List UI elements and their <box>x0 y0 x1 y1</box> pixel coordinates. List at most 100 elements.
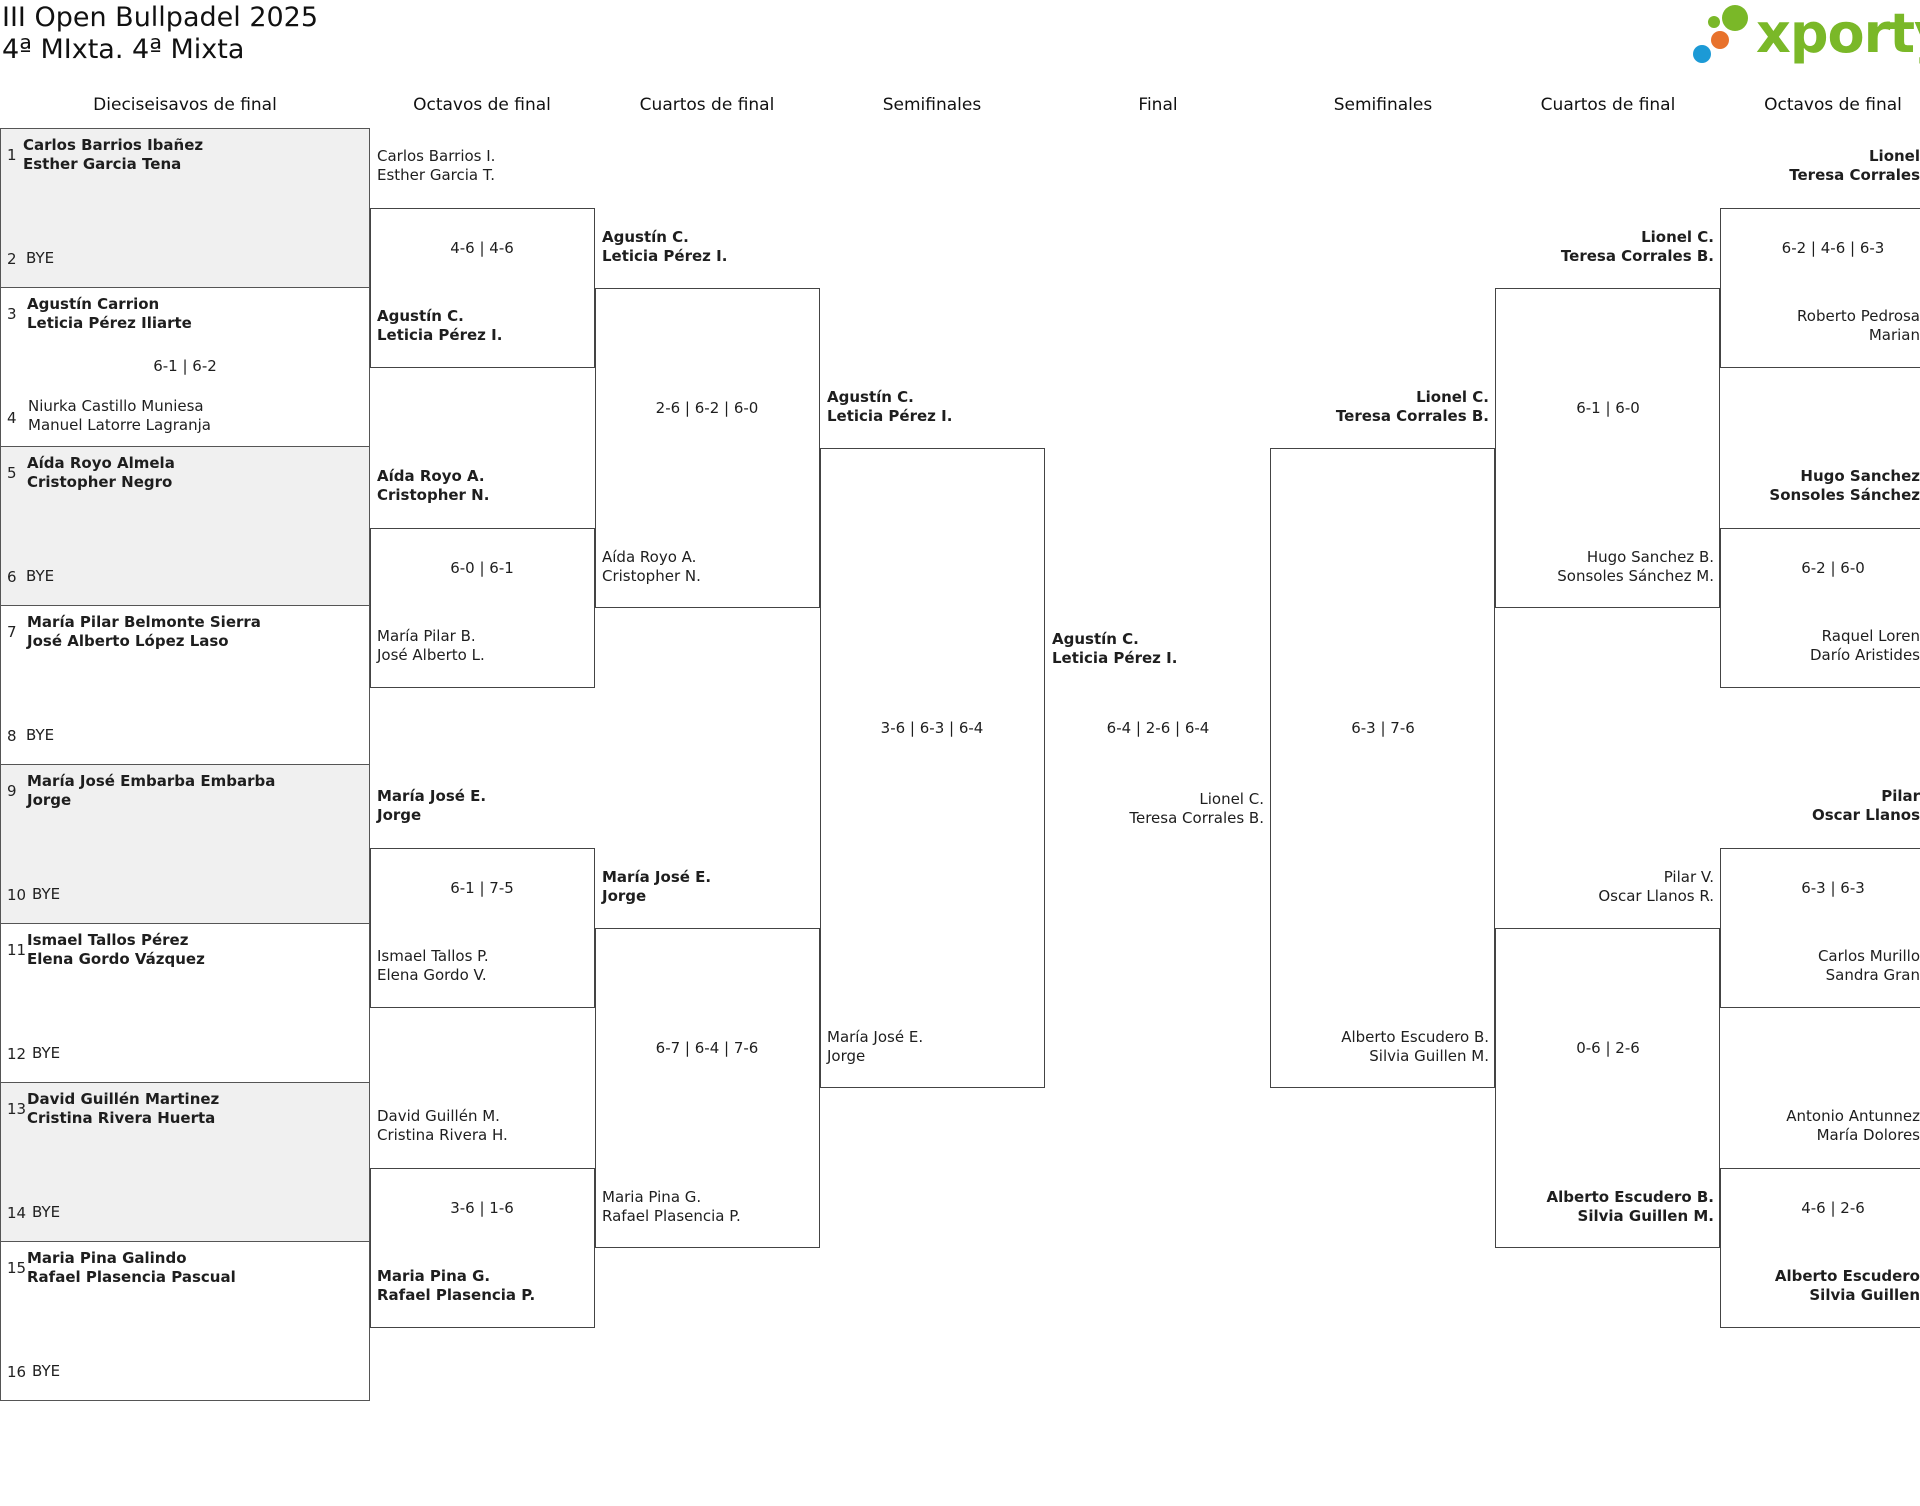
team-player-2[interactable]: Jorge <box>602 887 647 905</box>
bracket-connector <box>1720 208 1920 368</box>
seed-player-1[interactable]: Niurka Castillo Muniesa <box>28 397 204 415</box>
match-score: 4-6 | 4-6 <box>450 239 514 257</box>
team-player-1[interactable]: Alberto Escudero B. <box>1341 1028 1489 1046</box>
team-player-2[interactable]: Cristina Rivera H. <box>377 1126 508 1144</box>
team-player-2[interactable]: Leticia Pérez I. <box>377 326 503 344</box>
team-player-1[interactable]: Carlos Murillo <box>1817 947 1920 965</box>
match-score: 3-6 | 6-3 | 6-4 <box>880 719 984 737</box>
seed-player-1[interactable]: María José Embarba Embarba <box>27 772 276 790</box>
team-player-1[interactable]: María José E. <box>602 868 712 886</box>
team-player-1[interactable]: Agustín C. <box>377 307 464 325</box>
seed-player-2[interactable]: Manuel Latorre Lagranja <box>28 416 211 434</box>
team-player-1[interactable]: Agustín C. <box>1052 630 1139 648</box>
team-player-1[interactable]: Maria Pina G. <box>602 1188 702 1206</box>
team-player-2[interactable]: Rafael Plasencia P. <box>377 1286 536 1304</box>
seed-bye: BYE <box>26 567 55 585</box>
team-player-1[interactable]: Alberto Escudero B. <box>1546 1188 1714 1206</box>
team-player-2[interactable]: Teresa Corrales B. <box>1129 809 1264 827</box>
seed-player-1[interactable]: María Pilar Belmonte Sierra <box>27 613 261 631</box>
team-player-1[interactable]: Pilar <box>1881 787 1920 805</box>
team-player-2[interactable]: Leticia Pérez I. <box>602 247 728 265</box>
seed-number: 14 <box>7 1204 27 1222</box>
team-player-1[interactable]: Antonio Antunnez <box>1786 1107 1920 1125</box>
team-player-2[interactable]: Cristopher N. <box>377 486 490 504</box>
seed-player-2[interactable]: Leticia Pérez Iliarte <box>27 314 192 332</box>
team-player-2[interactable]: Silvia Guillen M. <box>1369 1047 1489 1065</box>
seed-bye: BYE <box>32 885 61 903</box>
team-player-2[interactable]: Silvia Guillen <box>1809 1286 1920 1304</box>
team-player-1[interactable]: María Pilar B. <box>377 627 476 645</box>
match-score: 4-6 | 2-6 <box>1801 1199 1865 1217</box>
team-player-2[interactable]: Oscar Llanos <box>1811 806 1920 824</box>
seed-block <box>0 764 370 924</box>
seed-player-2[interactable]: Cristina Rivera Huerta <box>27 1109 216 1127</box>
team-player-1[interactable]: María José E. <box>377 787 487 805</box>
team-player-2[interactable]: Cristopher N. <box>602 567 701 585</box>
seed-bye: BYE <box>32 1044 61 1062</box>
team-player-1[interactable]: Maria Pina G. <box>377 1267 491 1285</box>
team-player-2[interactable]: Leticia Pérez I. <box>827 407 953 425</box>
seed-player-1[interactable]: Aída Royo Almela <box>27 454 175 472</box>
team-player-1[interactable]: María José E. <box>827 1028 924 1046</box>
seed-player-2[interactable]: Jorge <box>27 791 72 809</box>
match-score: 6-1 | 6-2 <box>153 357 217 375</box>
round-header: Cuartos de final <box>639 95 775 115</box>
team-player-2[interactable]: Teresa Corrales B. <box>1560 247 1714 265</box>
team-player-2[interactable]: Jorge <box>377 806 422 824</box>
seed-player-2[interactable]: Cristopher Negro <box>27 473 173 491</box>
match-score: 6-2 | 4-6 | 6-3 <box>1781 239 1885 257</box>
team-player-1[interactable]: Hugo Sanchez <box>1800 467 1920 485</box>
team-player-1[interactable]: Carlos Barrios I. <box>377 147 496 165</box>
team-player-1[interactable]: Agustín C. <box>602 228 689 246</box>
team-player-2[interactable]: Elena Gordo V. <box>377 966 487 984</box>
seed-player-1[interactable]: Agustín Carrion <box>27 295 160 313</box>
team-player-1[interactable]: Lionel C. <box>1199 790 1264 808</box>
seed-player-2[interactable]: Esther Garcia Tena <box>23 155 182 173</box>
team-player-2[interactable]: Jorge <box>827 1047 866 1065</box>
team-player-1[interactable]: Roberto Pedrosa <box>1797 307 1920 325</box>
team-player-1[interactable]: Pilar V. <box>1663 868 1714 886</box>
seed-bye: BYE <box>26 249 55 267</box>
seed-player-2[interactable]: José Alberto López Laso <box>27 632 229 650</box>
seed-number: 3 <box>7 305 17 323</box>
team-player-1[interactable]: David Guillén M. <box>377 1107 500 1125</box>
team-player-1[interactable]: Aída Royo A. <box>377 467 485 485</box>
seed-player-1[interactable]: David Guillén Martinez <box>27 1090 220 1108</box>
team-player-2[interactable]: Rafael Plasencia P. <box>602 1207 741 1225</box>
team-player-1[interactable]: Lionel C. <box>1416 388 1489 406</box>
team-player-1[interactable]: Hugo Sanchez B. <box>1586 548 1714 566</box>
team-player-2[interactable]: Oscar Llanos R. <box>1598 887 1714 905</box>
team-player-2[interactable]: Darío Aristides <box>1809 646 1920 664</box>
team-player-1[interactable]: Lionel <box>1869 147 1920 165</box>
team-player-2[interactable]: Sonsoles Sánchez <box>1769 486 1920 504</box>
seed-player-1[interactable]: Maria Pina Galindo <box>27 1249 187 1267</box>
round-header: Octavos de final <box>413 95 551 115</box>
team-player-2[interactable]: Teresa Corrales B. <box>1335 407 1489 425</box>
bracket-connector <box>1720 848 1920 1008</box>
team-player-2[interactable]: Sonsoles Sánchez M. <box>1557 567 1714 585</box>
seed-player-2[interactable]: Elena Gordo Vázquez <box>27 950 205 968</box>
team-player-1[interactable]: Ismael Tallos P. <box>377 947 489 965</box>
seed-number: 11 <box>7 941 27 959</box>
seed-player-1[interactable]: Carlos Barrios Ibañez <box>23 136 204 154</box>
team-player-2[interactable]: Esther Garcia T. <box>377 166 496 184</box>
team-player-2[interactable]: María Dolores <box>1816 1126 1920 1144</box>
team-player-1[interactable]: Aída Royo A. <box>602 548 697 566</box>
seed-player-2[interactable]: Rafael Plasencia Pascual <box>27 1268 236 1286</box>
team-player-2[interactable]: Silvia Guillen M. <box>1577 1207 1714 1225</box>
team-player-1[interactable]: Lionel C. <box>1641 228 1714 246</box>
seed-player-1[interactable]: Ismael Tallos Pérez <box>27 931 189 949</box>
xporty-dots-icon <box>1693 5 1748 63</box>
team-player-1[interactable]: Raquel Loren <box>1821 627 1920 645</box>
bracket-connector <box>595 288 820 608</box>
team-player-2[interactable]: Teresa Corrales <box>1789 166 1920 184</box>
team-player-2[interactable]: José Alberto L. <box>377 646 485 664</box>
team-player-2[interactable]: Sandra Gran <box>1825 966 1920 984</box>
team-player-1[interactable]: Agustín C. <box>827 388 914 406</box>
team-player-2[interactable]: Leticia Pérez I. <box>1052 649 1178 667</box>
seed-block <box>0 287 370 447</box>
team-player-2[interactable]: Marian <box>1868 326 1920 344</box>
bracket-connector <box>1495 928 1720 1248</box>
seed-number: 10 <box>7 886 27 904</box>
team-player-1[interactable]: Alberto Escudero <box>1774 1267 1920 1285</box>
